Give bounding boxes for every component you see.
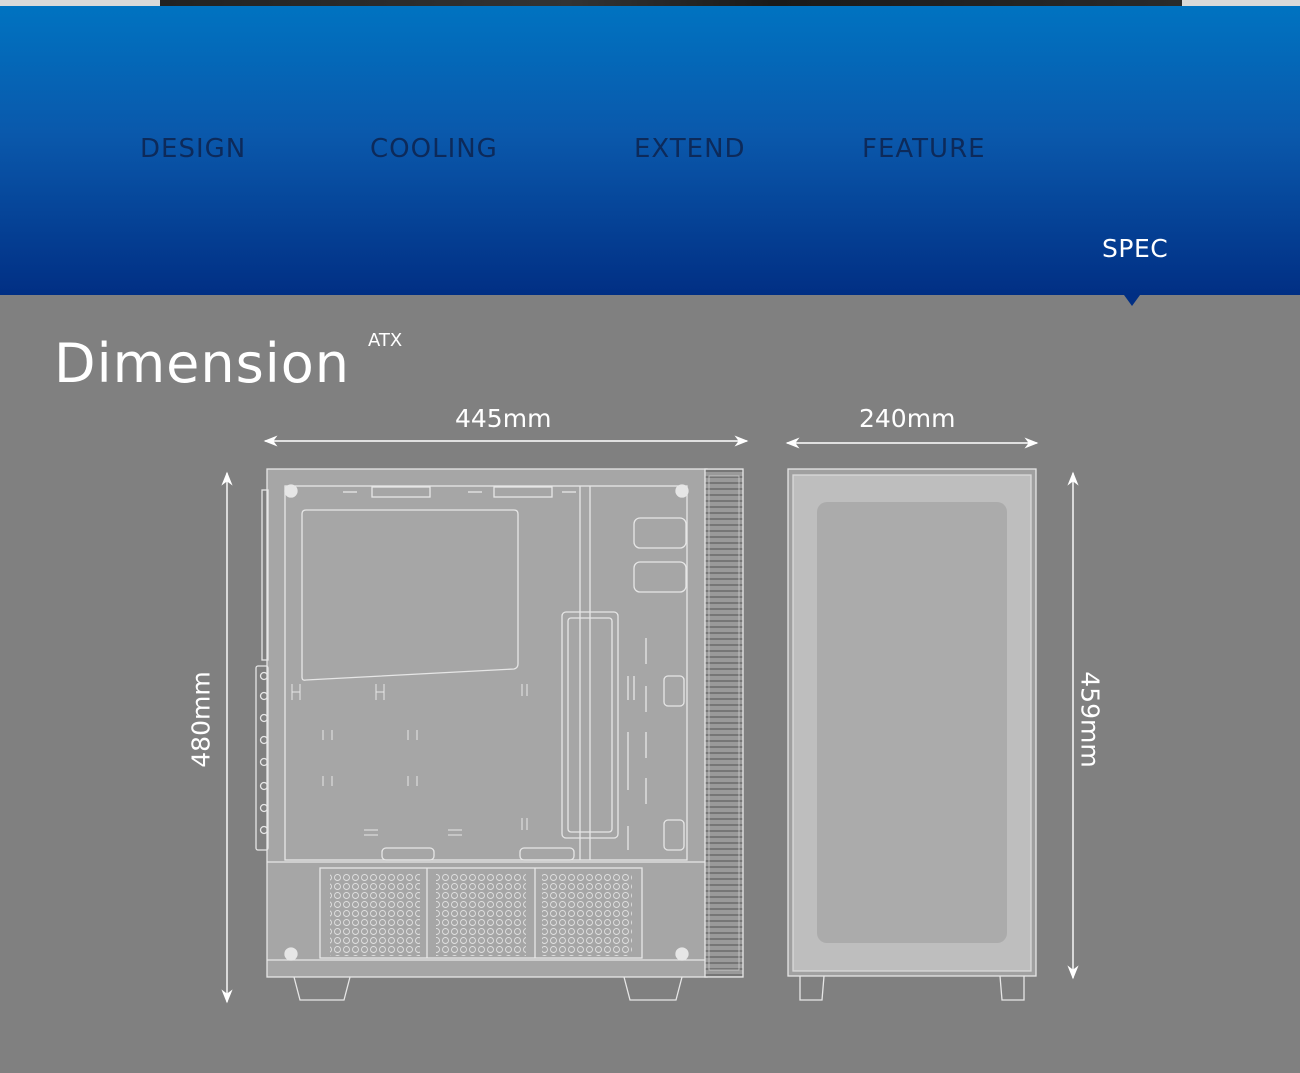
hero-image-edge — [160, 0, 1182, 6]
tab-extend[interactable]: EXTEND — [634, 134, 746, 164]
case-side-view-icon — [255, 468, 744, 1001]
top-image-strip — [0, 0, 1300, 6]
page-title: Dimension — [54, 332, 351, 395]
side-length-label: 445mm — [455, 404, 552, 433]
tab-design[interactable]: DESIGN — [140, 134, 247, 164]
tab-cooling[interactable]: COOLING — [370, 134, 498, 164]
tab-spec[interactable]: SPEC — [1102, 234, 1169, 263]
active-tab-caret-icon — [1124, 295, 1140, 306]
case-front-view-icon — [787, 468, 1037, 1001]
tab-feature[interactable]: FEATURE — [862, 134, 986, 164]
front-width-label: 240mm — [859, 404, 956, 433]
form-factor-badge: ATX — [368, 330, 403, 351]
section-nav-bar: DESIGN COOLING EXTEND FEATURE SPEC — [0, 6, 1300, 295]
